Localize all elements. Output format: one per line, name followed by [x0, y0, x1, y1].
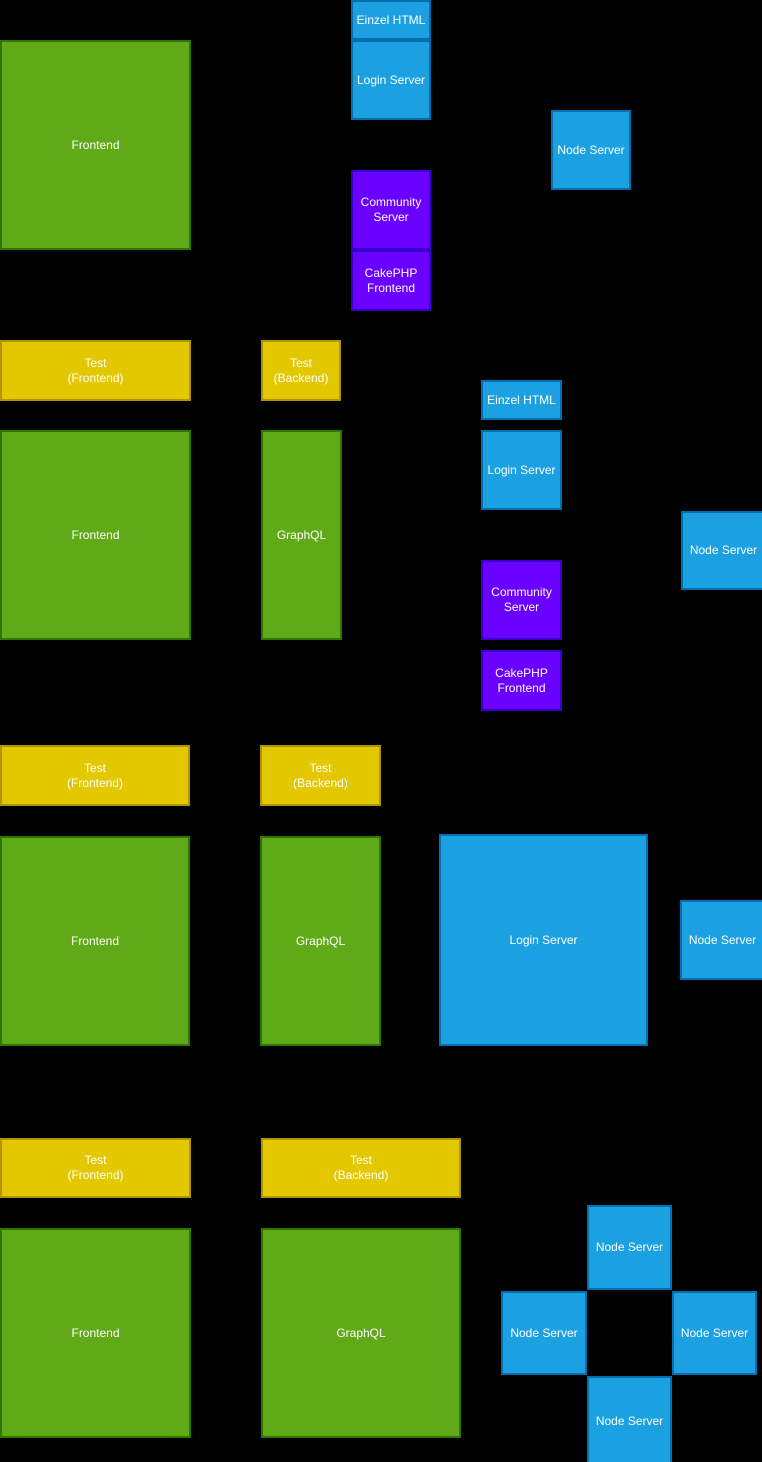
- node-label: Frontend: [71, 527, 120, 542]
- node-label: Community Server: [491, 585, 552, 614]
- node-label: Frontend: [70, 933, 120, 948]
- diagram-node-c-frontend[interactable]: Frontend: [0, 836, 190, 1046]
- node-label: Test (Frontend): [67, 1153, 124, 1182]
- diagram-node-d-graphql[interactable]: GraphQL: [261, 1228, 461, 1438]
- node-label: CakePHP Frontend: [364, 265, 418, 295]
- node-label: GraphQL: [276, 527, 327, 542]
- diagram-node-c-graphql[interactable]: GraphQL: [260, 836, 381, 1046]
- node-label: Test (Frontend): [66, 760, 124, 790]
- node-label: Node Server: [689, 543, 758, 557]
- diagram-node-b-community-server[interactable]: Community Server: [481, 560, 562, 640]
- diagram-node-c-node-server[interactable]: Node Server: [680, 900, 762, 980]
- diagram-node-b-login-server[interactable]: Login Server: [481, 430, 562, 510]
- diagram-node-b-graphql[interactable]: GraphQL: [261, 430, 342, 640]
- diagram-node-b-test-backend[interactable]: Test (Backend): [261, 340, 341, 401]
- node-label: Node Server: [680, 1325, 749, 1340]
- node-label: Login Server: [509, 932, 578, 947]
- node-label: Frontend: [71, 1325, 120, 1340]
- diagram-node-b-cakephp-frontend[interactable]: CakePHP Frontend: [481, 650, 562, 711]
- node-label: Node Server: [688, 932, 757, 947]
- node-label: Login Server: [356, 72, 426, 87]
- node-label: Einzel HTML: [356, 12, 426, 27]
- diagram-node-a-community-server[interactable]: Community Server: [351, 170, 431, 250]
- node-label: Test (Backend): [273, 355, 329, 385]
- diagram-node-c-test-backend[interactable]: Test (Backend): [260, 745, 381, 806]
- diagram-node-d-test-frontend[interactable]: Test (Frontend): [0, 1138, 191, 1198]
- node-label: Node Server: [557, 142, 625, 157]
- diagram-node-d-frontend[interactable]: Frontend: [0, 1228, 191, 1438]
- diagram-node-a-frontend[interactable]: Frontend: [0, 40, 191, 250]
- diagram-node-d-node-server-right[interactable]: Node Server: [672, 1291, 757, 1375]
- node-label: Frontend: [71, 137, 120, 152]
- node-label: Einzel HTML: [487, 392, 556, 407]
- diagram-node-c-login-server[interactable]: Login Server: [439, 834, 648, 1046]
- diagram-node-a-login-server[interactable]: Login Server: [351, 40, 431, 120]
- diagram-node-c-test-frontend[interactable]: Test (Frontend): [0, 745, 190, 806]
- diagram-node-a-einzel-html[interactable]: Einzel HTML: [351, 0, 431, 40]
- node-label: Node Server: [510, 1325, 578, 1340]
- node-label: GraphQL: [336, 1325, 386, 1340]
- diagram-node-b-test-frontend[interactable]: Test (Frontend): [0, 340, 191, 401]
- diagram-node-d-node-server-bottom[interactable]: Node Server: [587, 1376, 672, 1462]
- node-label: Login Server: [487, 462, 556, 477]
- diagram-node-a-cakephp-frontend[interactable]: CakePHP Frontend: [351, 250, 431, 311]
- node-label: Node Server: [595, 1240, 664, 1254]
- node-label: CakePHP Frontend: [495, 665, 548, 695]
- diagram-node-d-test-backend[interactable]: Test (Backend): [261, 1138, 461, 1198]
- node-label: GraphQL: [295, 933, 346, 948]
- diagram-node-b-einzel-html[interactable]: Einzel HTML: [481, 380, 562, 420]
- node-label: Test (Backend): [333, 1153, 389, 1182]
- node-label: Community Server: [360, 195, 422, 224]
- diagram-node-b-frontend[interactable]: Frontend: [0, 430, 191, 640]
- diagram-node-d-node-server-left[interactable]: Node Server: [501, 1291, 587, 1375]
- diagram-node-d-node-server-top[interactable]: Node Server: [587, 1205, 672, 1290]
- node-label: Test (Backend): [293, 760, 348, 790]
- diagram-node-b-node-server[interactable]: Node Server: [681, 511, 762, 590]
- node-label: Test (Frontend): [67, 355, 124, 385]
- node-label: Node Server: [595, 1413, 664, 1428]
- diagram-node-a-node-server[interactable]: Node Server: [551, 110, 631, 190]
